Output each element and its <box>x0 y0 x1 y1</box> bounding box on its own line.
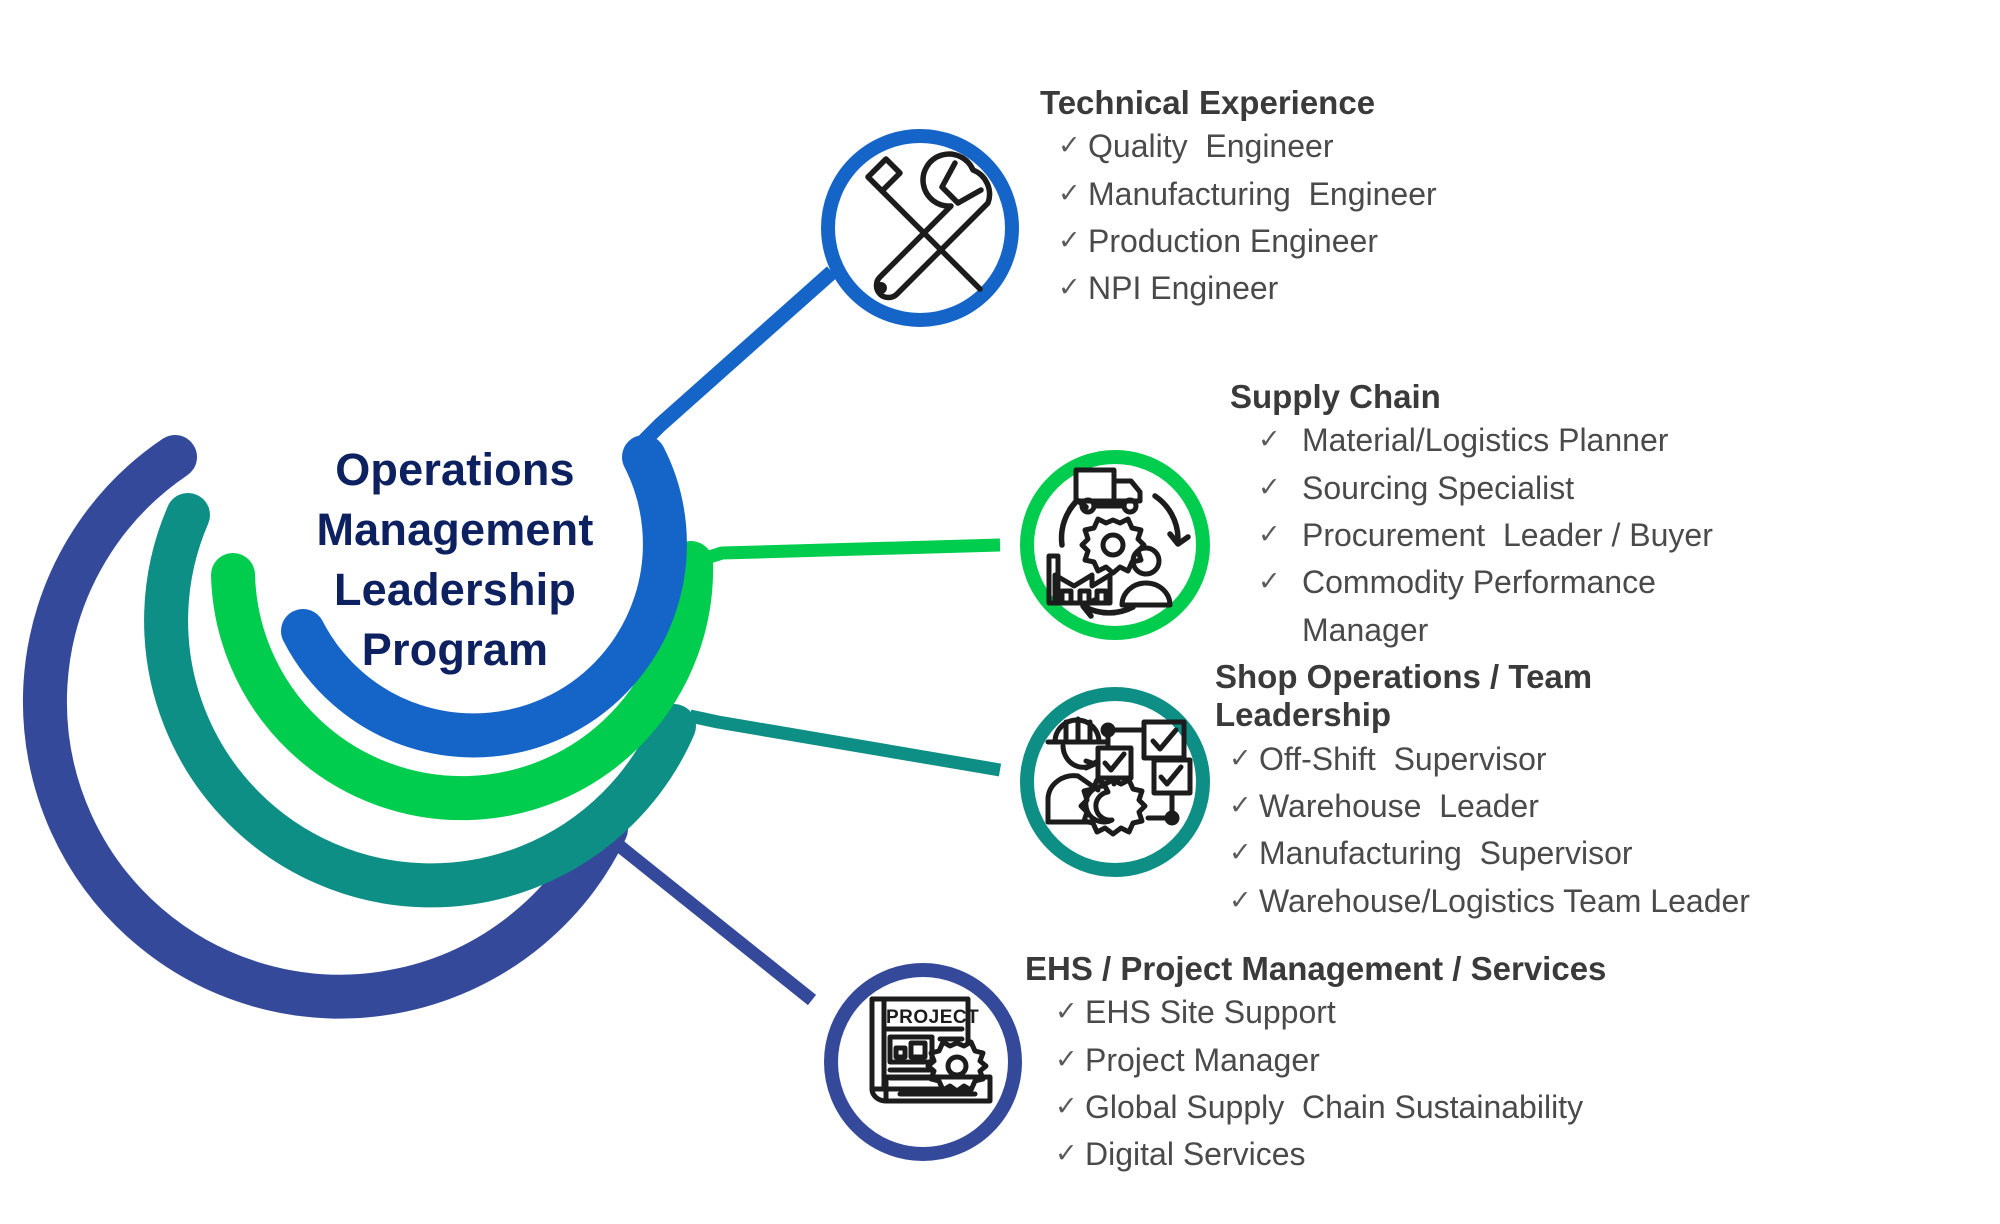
worker-workflow-icon <box>1045 716 1193 837</box>
check-icon: ✓ <box>1258 471 1281 502</box>
wrench-screwdriver-icon <box>865 151 993 301</box>
check-icon: ✓ <box>1258 518 1281 549</box>
connector-shop-operations <box>688 709 1002 777</box>
branch-title-shop-operations: Shop Operations / Team Leadership <box>1215 658 1593 734</box>
list-item: ✓ Manufacturing Engineer <box>1058 171 1660 218</box>
node-supply-chain[interactable] <box>1020 450 1210 640</box>
branch-list-shop-operations: ✓ Off-Shift Supervisor ✓ Warehouse Leade… <box>1215 736 1935 925</box>
list-item: ✓ NPI Engineer <box>1058 265 1660 312</box>
list-item: ✓ Quality Engineer <box>1058 123 1660 170</box>
list-item-label: Project Manager <box>1085 1041 1320 1078</box>
list-item-label: Manufacturing Engineer <box>1088 175 1437 212</box>
node-technical-experience[interactable] <box>821 129 1019 327</box>
check-icon: ✓ <box>1055 1043 1078 1074</box>
branch-list-ehs-project: ✓ EHS Site Support ✓ Project Manager ✓ G… <box>1025 989 1765 1178</box>
list-item-label: EHS Site Support <box>1085 994 1336 1031</box>
list-item-label: Procurement Leader / Buyer <box>1302 516 1713 553</box>
list-item-label: Quality Engineer <box>1088 128 1334 165</box>
branch-title-ehs-project: EHS / Project Management / Services <box>1025 950 1607 987</box>
node-shop-operations[interactable] <box>1020 687 1210 877</box>
check-icon: ✓ <box>1229 884 1252 915</box>
list-item: ✓ EHS Site Support <box>1055 989 1765 1036</box>
check-icon: ✓ <box>1229 789 1252 820</box>
project-document-gear-icon: PROJECT <box>869 996 993 1104</box>
check-icon: ✓ <box>1229 742 1252 773</box>
project-label: PROJECT <box>886 1007 979 1028</box>
check-icon: ✓ <box>1258 566 1281 597</box>
branch-text-supply-chain: Supply Chain ✓ Material/Logistics Planne… <box>1230 378 1870 654</box>
list-item-label: NPI Engineer <box>1088 270 1279 307</box>
check-icon: ✓ <box>1055 1090 1078 1121</box>
list-item: ✓ Procurement Leader / Buyer <box>1258 512 1870 559</box>
connector-supply-chain <box>698 538 1001 567</box>
connector-technical-experience <box>637 266 837 455</box>
check-icon: ✓ <box>1058 177 1081 208</box>
branch-text-ehs-project: EHS / Project Management / Services ✓ EH… <box>1025 950 1765 1179</box>
arc-navy-outer <box>22 435 628 1019</box>
list-item-label: Material/Logistics Planner <box>1302 422 1669 459</box>
check-icon: ✓ <box>1058 224 1081 255</box>
list-item: ✓ Commodity Performance Manager <box>1258 559 1870 654</box>
node-ehs-project[interactable]: PROJECT <box>824 963 1022 1161</box>
list-item: ✓ Material/Logistics Planner <box>1258 417 1870 464</box>
arc-blue-inner <box>281 435 687 758</box>
page-title: Operations Management Leadership Program <box>316 444 594 675</box>
connector-ehs-project <box>603 830 817 1006</box>
branch-text-technical-experience: Technical Experience ✓ Quality Engineer … <box>1040 84 1660 313</box>
list-item-label: Warehouse/Logistics Team Leader <box>1259 882 1750 919</box>
arc-green <box>211 541 714 820</box>
list-item: ✓ Warehouse/Logistics Team Leader <box>1229 878 1935 925</box>
list-item: ✓ Sourcing Specialist <box>1258 465 1870 512</box>
check-icon: ✓ <box>1055 1138 1078 1169</box>
list-item-label: Manufacturing Supervisor <box>1259 835 1633 872</box>
list-item-label: Global Supply Chain Sustainability <box>1085 1088 1584 1125</box>
list-item-label: Sourcing Specialist <box>1302 469 1575 506</box>
list-item-label: Commodity Performance Manager <box>1302 564 1656 648</box>
list-item: ✓ Project Manager <box>1055 1037 1765 1084</box>
check-icon: ✓ <box>1058 130 1081 161</box>
list-item-label: Production Engineer <box>1088 222 1378 259</box>
arc-teal <box>144 493 696 908</box>
check-icon: ✓ <box>1258 424 1281 455</box>
list-item: ✓ Global Supply Chain Sustainability <box>1055 1084 1765 1131</box>
check-icon: ✓ <box>1055 996 1078 1027</box>
list-item: ✓ Production Engineer <box>1058 218 1660 265</box>
list-item: ✓ Digital Services <box>1055 1131 1765 1178</box>
list-item: ✓ Warehouse Leader <box>1229 783 1935 830</box>
concentric-arcs <box>22 435 714 1019</box>
branch-title-technical-experience: Technical Experience <box>1040 84 1376 121</box>
branch-list-supply-chain: ✓ Material/Logistics Planner ✓ Sourcing … <box>1230 417 1870 654</box>
list-item-label: Digital Services <box>1085 1136 1306 1173</box>
list-item: ✓ Manufacturing Supervisor <box>1229 830 1935 877</box>
supply-chain-cycle-icon <box>1046 467 1191 619</box>
list-item: ✓ Off-Shift Supervisor <box>1229 736 1935 783</box>
check-icon: ✓ <box>1058 272 1081 303</box>
branch-title-supply-chain: Supply Chain <box>1230 378 1441 415</box>
list-item-label: Warehouse Leader <box>1259 787 1539 824</box>
check-icon: ✓ <box>1229 837 1252 868</box>
branch-text-shop-operations: Shop Operations / Team Leadership ✓ Off-… <box>1215 658 1935 925</box>
branch-list-technical-experience: ✓ Quality Engineer ✓ Manufacturing Engin… <box>1040 123 1660 312</box>
list-item-label: Off-Shift Supervisor <box>1259 740 1547 777</box>
